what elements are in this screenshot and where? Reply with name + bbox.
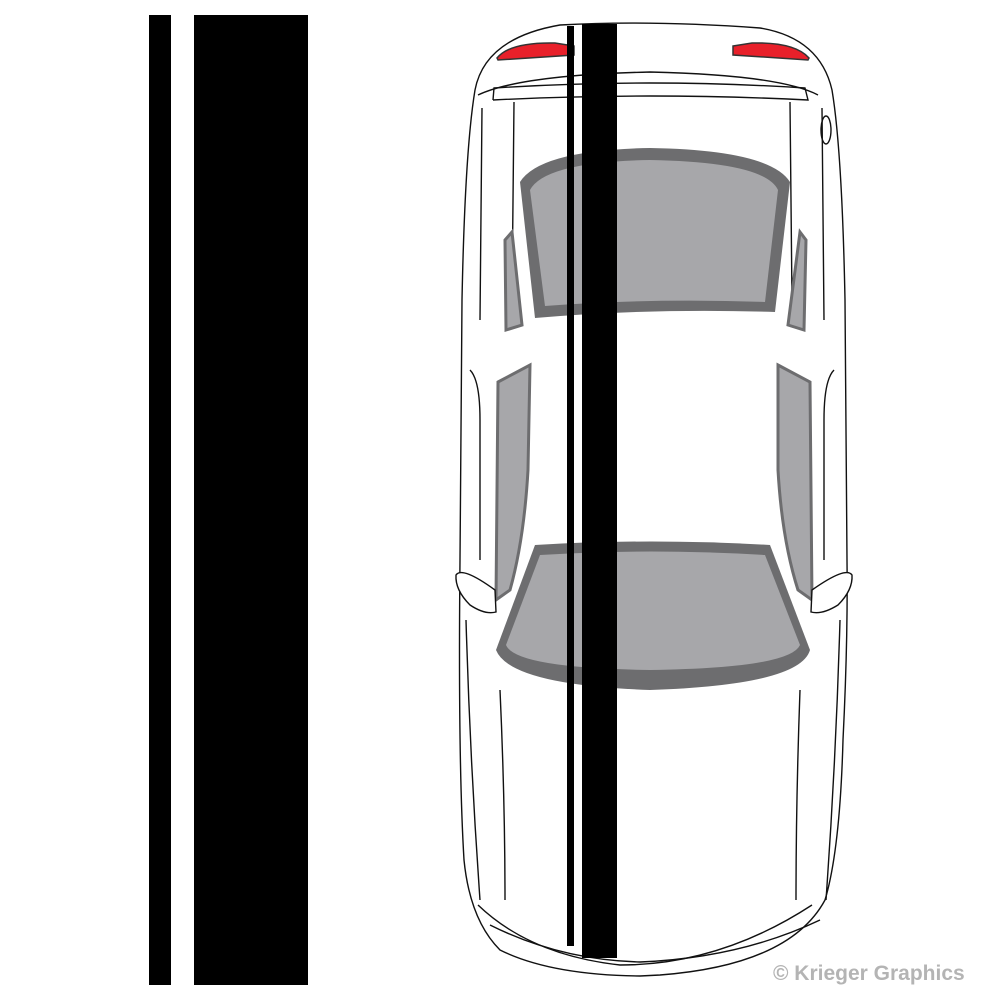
watermark: © Krieger Graphics: [773, 962, 965, 985]
wide-stripe-sample: [194, 15, 308, 985]
side-window-rear-right: [786, 228, 808, 333]
side-window-left: [494, 362, 532, 603]
car-wide-stripe: [582, 24, 617, 958]
mirror-right: [810, 571, 853, 614]
thin-stripe-sample: [149, 15, 171, 985]
side-window-right: [776, 362, 814, 603]
mirror-left: [455, 571, 497, 614]
tail-light-right: [732, 42, 810, 61]
side-window-rear-left: [503, 228, 524, 333]
car-thin-stripe: [567, 26, 574, 946]
